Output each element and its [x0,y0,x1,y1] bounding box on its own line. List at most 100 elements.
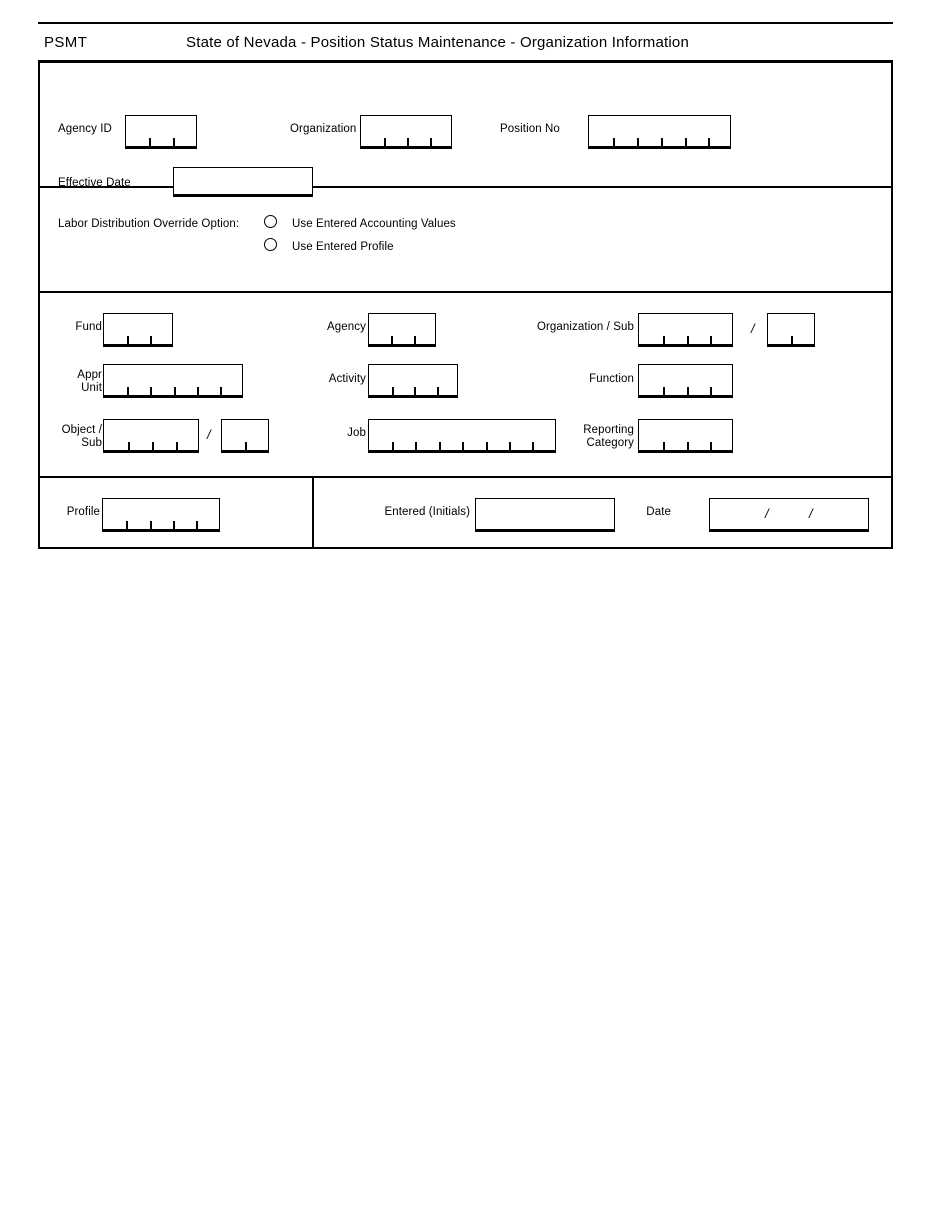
job-field[interactable] [368,419,556,453]
organization-field[interactable] [360,115,452,149]
date-field[interactable]: / / [709,498,869,532]
cell-tick [245,442,247,450]
agency-id-label: Agency ID [58,123,112,135]
page-title: State of Nevada - Position Status Mainte… [186,34,689,51]
form-code: PSMT [44,34,88,51]
effective-date-label: Effective Date [58,177,131,189]
fund-field[interactable] [103,313,173,347]
position-status-maintenance-form: PSMT State of Nevada - Position Status M… [38,22,893,549]
agency-label: Agency [327,321,366,333]
object-label-line2: Sub [81,437,102,449]
cell-tick [613,138,615,146]
function-label: Function [589,373,634,385]
cell-tick [414,336,416,344]
cell-tick [637,138,639,146]
cell-tick [663,442,665,450]
cell-tick [150,521,152,529]
identification-section: Agency ID Organization Position No Effec… [38,63,893,197]
object-field[interactable] [103,419,199,453]
cell-tick [126,521,128,529]
cell-tick [173,138,175,146]
agency-id-field[interactable] [125,115,197,149]
cell-tick [391,336,393,344]
reporting-category-field[interactable] [638,419,733,453]
cell-tick [392,387,394,395]
fund-label: Fund [75,321,102,333]
cell-tick [150,336,152,344]
position-no-label: Position No [500,123,560,135]
cell-tick [663,336,665,344]
date-label: Date [646,506,671,518]
radio-use-entered-profile[interactable] [264,238,277,251]
effective-date-field[interactable] [173,167,313,197]
cell-tick [127,336,129,344]
organization-sub-sub-field[interactable] [767,313,815,347]
cell-tick [149,138,151,146]
accounting-distribution-section: Fund Agency Organization / Sub / Appr Un… [38,293,893,478]
cell-tick [220,387,222,395]
cell-tick [430,138,432,146]
cell-tick [437,387,439,395]
organization-sub-label: Organization / Sub [536,321,634,333]
organization-label: Organization [290,123,357,135]
object-sub-separator: / [207,427,211,442]
cell-tick [152,442,154,450]
appr-unit-label-line1: Appr [77,369,102,381]
option-label-use-entered-profile: Use Entered Profile [292,241,394,253]
activity-field[interactable] [368,364,458,398]
organization-sub-field[interactable] [638,313,733,347]
cell-tick [687,442,689,450]
appr-unit-field[interactable] [103,364,243,398]
radio-use-entered-accounting-values[interactable] [264,215,277,228]
cell-tick [415,442,417,450]
cell-tick [414,387,416,395]
reporting-category-label-line2: Category [586,437,634,449]
object-sub-field[interactable] [221,419,269,453]
option-label-use-entered-accounting-values: Use Entered Accounting Values [292,218,456,230]
profile-field[interactable] [102,498,220,532]
cell-tick [173,521,175,529]
cell-tick [710,442,712,450]
cell-tick [384,138,386,146]
agency-field[interactable] [368,313,436,347]
labor-distribution-section: Labor Distribution Override Option: Use … [38,188,893,293]
cell-tick [710,387,712,395]
cell-tick [176,442,178,450]
job-label: Job [347,427,366,439]
cell-tick [663,387,665,395]
cell-tick [532,442,534,450]
cell-tick [407,138,409,146]
cell-tick [197,387,199,395]
cell-tick [462,442,464,450]
cell-tick [685,138,687,146]
cell-tick [791,336,793,344]
entered-initials-label: Entered (Initials) [384,506,470,518]
cell-tick [174,387,176,395]
footer-section: Profile Entered (Initials) Date / / [38,478,893,549]
cell-tick [687,336,689,344]
cell-tick [392,442,394,450]
cell-tick [687,387,689,395]
cell-tick [661,138,663,146]
cell-tick [710,336,712,344]
profile-label: Profile [66,506,100,518]
cell-tick [128,442,130,450]
entered-initials-field[interactable] [475,498,615,532]
date-separator-2: / [809,506,813,521]
function-field[interactable] [638,364,733,398]
labor-distribution-label: Labor Distribution Override Option: [58,218,240,230]
reporting-category-label-line1: Reporting [583,424,634,436]
cell-tick [509,442,511,450]
activity-label: Activity [328,373,366,385]
footer-divider [312,478,314,547]
cell-tick [708,138,710,146]
cell-tick [127,387,129,395]
appr-unit-label-line2: Unit [81,382,102,394]
object-label-line1: Object / [61,424,102,436]
cell-tick [439,442,441,450]
date-separator-1: / [765,506,769,521]
organization-sub-separator: / [751,321,755,336]
position-no-field[interactable] [588,115,731,149]
cell-tick [196,521,198,529]
cell-tick [150,387,152,395]
